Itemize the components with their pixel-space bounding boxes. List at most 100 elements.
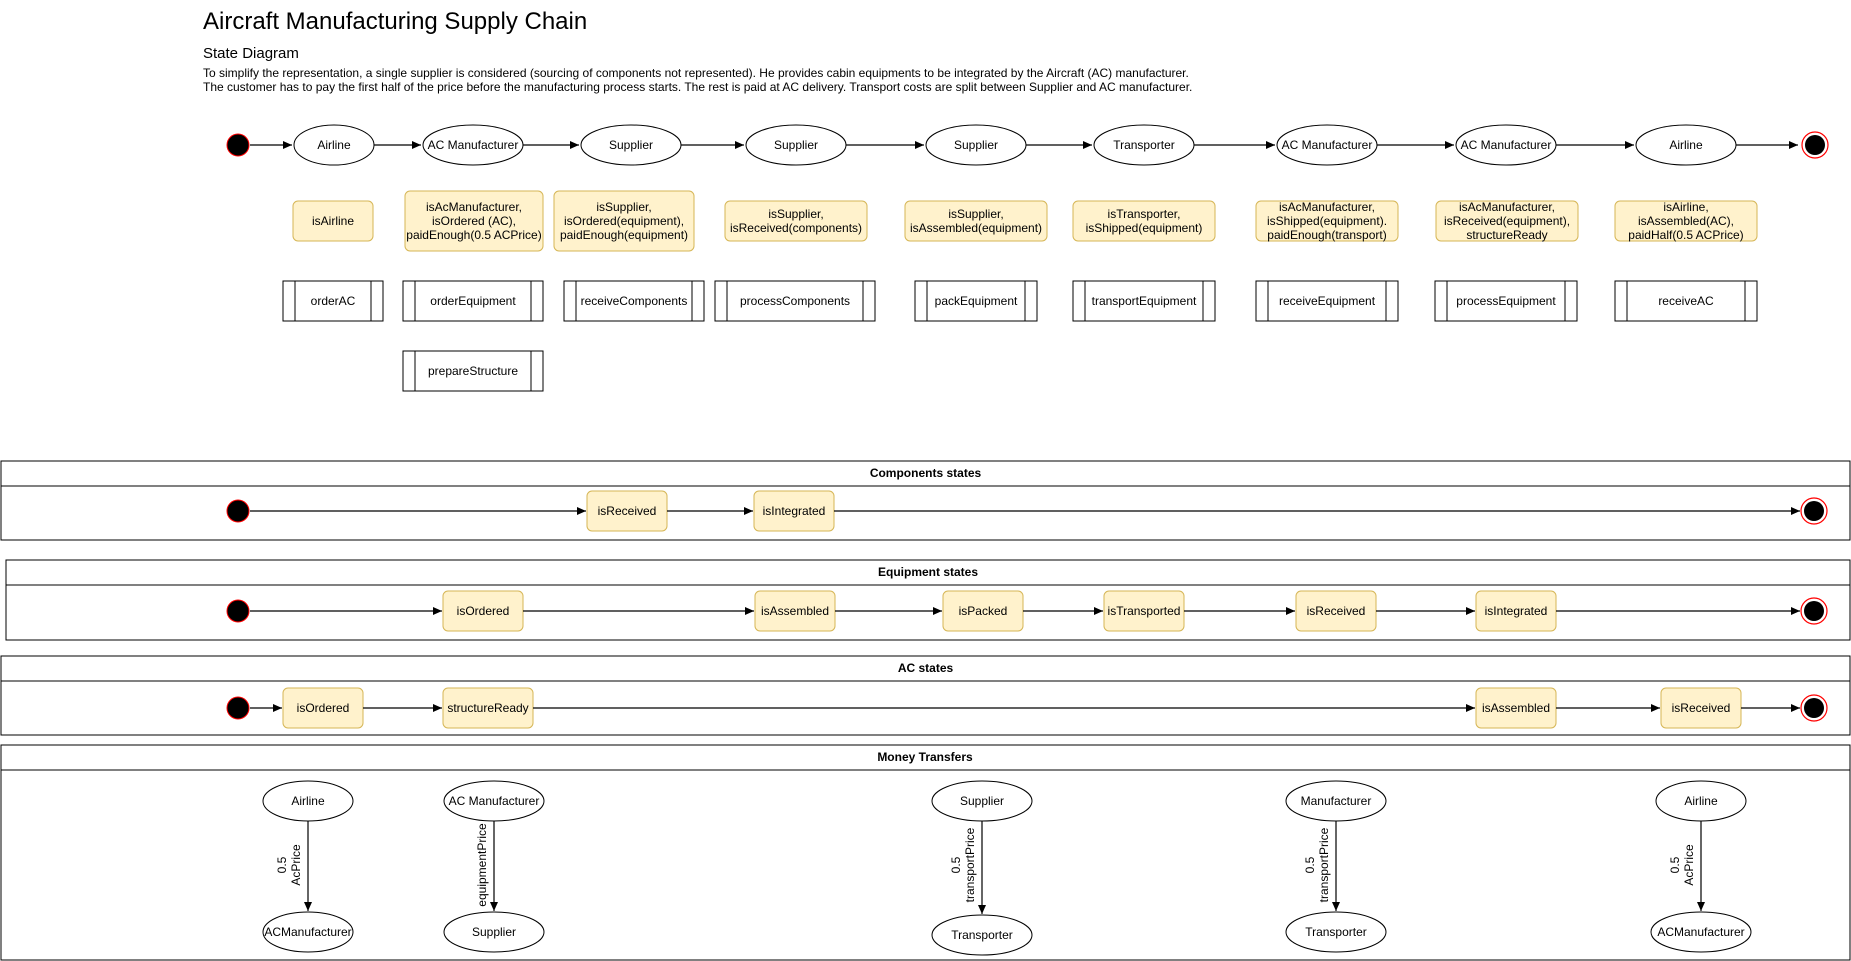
actor-shape	[443, 911, 545, 953]
condition-box: isSupplier,isOrdered(equipment),paidEnou…	[553, 190, 695, 252]
actor-shape	[262, 911, 354, 953]
start-node	[226, 599, 250, 623]
process-outline	[282, 280, 384, 322]
actor-label: AC Manufacturer	[428, 138, 519, 152]
state-box-shape	[724, 200, 868, 242]
actor-label: AC Manufacturer	[1282, 138, 1373, 152]
state-label: isAcManufacturer,isShipped(equipment).pa…	[1267, 200, 1387, 242]
state-label: isSupplier,isReceived(components)	[730, 207, 862, 235]
actor-label: Supplier	[954, 138, 998, 152]
process-box: packEquipment	[914, 280, 1038, 322]
actor-label: Transporter	[1113, 138, 1175, 152]
transfer-label: 0.5AcPrice	[1668, 844, 1696, 886]
actor-node: AC Manufacturer	[1455, 124, 1557, 166]
state-box-shape	[1614, 200, 1758, 242]
state-label: isSupplier,isOrdered(equipment),paidEnou…	[560, 200, 688, 242]
state-box-shape	[1072, 200, 1216, 242]
lane-title: AC states	[898, 661, 954, 675]
state-label: isTransported	[1108, 604, 1181, 618]
state-box: isPacked	[942, 590, 1024, 632]
condition-box: isSupplier,isAssembled(equipment)	[904, 200, 1048, 242]
actor-label: AC Manufacturer	[1461, 138, 1552, 152]
state-label: isAirline,isAssembled(AC),paidHalf(0.5 A…	[1628, 200, 1743, 242]
process-outline	[402, 350, 544, 392]
payee-node: Transporter	[1285, 911, 1387, 953]
actor-label: Airline	[291, 794, 325, 808]
state-box: isOrdered	[282, 687, 364, 729]
start-node	[226, 133, 250, 157]
state-box: isAssembled	[1475, 687, 1557, 729]
state-label: isOrdered	[297, 701, 350, 715]
condition-box: isAcManufacturer,isOrdered (AC),paidEnou…	[404, 190, 544, 252]
actor-node: AC Manufacturer	[1276, 124, 1378, 166]
condition-box: isAirline,isAssembled(AC),paidHalf(0.5 A…	[1614, 200, 1758, 242]
process-outline	[1072, 280, 1216, 322]
process-label: packEquipment	[935, 294, 1018, 308]
actor-node: Supplier	[580, 124, 682, 166]
state-box-shape	[1255, 200, 1399, 242]
process-outline	[914, 280, 1038, 322]
process-outline	[402, 280, 544, 322]
end-node-core	[1804, 601, 1824, 621]
state-lane: AC states isOrdered structureReady isAssemb…	[0, 655, 1851, 736]
actor-label: Airline	[1684, 794, 1718, 808]
state-box: isAssembled	[754, 590, 836, 632]
process-label: prepareStructure	[428, 364, 518, 378]
state-label: isPacked	[959, 604, 1008, 618]
condition-box: isAirline	[292, 200, 374, 242]
process-label: processEquipment	[1456, 294, 1556, 308]
end-node-core	[1805, 135, 1825, 155]
actor-label: ACManufacturer	[1657, 925, 1744, 939]
transfer-label: 0.5transportPrice	[1303, 827, 1331, 902]
process-label: receiveAC	[1658, 294, 1714, 308]
state-label: isAssembled	[1482, 701, 1550, 715]
process-label: orderEquipment	[430, 294, 516, 308]
state-label: isAcManufacturer,isReceived(equipment),s…	[1444, 200, 1570, 242]
actor-node: Transporter	[1093, 124, 1195, 166]
state-box: isTransported	[1103, 590, 1185, 632]
condition-box: isTransporter,isShipped(equipment)	[1072, 200, 1216, 242]
process-label: processComponents	[740, 294, 850, 308]
payer-node: AC Manufacturer	[443, 780, 545, 822]
condition-box: isAcManufacturer,isShipped(equipment).pa…	[1255, 200, 1399, 242]
top-flow: Airline AC Manufacturer Supplier Supplier Su…	[226, 124, 1829, 392]
process-outline	[714, 280, 876, 322]
state-label: isOrdered	[457, 604, 510, 618]
process-label: receiveEquipment	[1279, 294, 1376, 308]
actor-node: Supplier	[925, 124, 1027, 166]
actor-node: Supplier	[745, 124, 847, 166]
actor-label: Manufacturer	[1301, 794, 1372, 808]
state-label: structureReady	[447, 701, 528, 715]
actor-shape	[1285, 911, 1387, 953]
state-box: structureReady	[442, 687, 534, 729]
process-label: transportEquipment	[1092, 294, 1197, 308]
actor-label: Transporter	[951, 928, 1013, 942]
state-box: isReceived	[586, 490, 668, 532]
process-box: prepareStructure	[402, 350, 544, 392]
actor-node: Airline	[293, 124, 375, 166]
payer-node: Airline	[262, 780, 354, 822]
process-box: processEquipment	[1434, 280, 1578, 322]
process-box: receiveEquipment	[1255, 280, 1399, 322]
state-box: isOrdered	[442, 590, 524, 632]
state-box: isIntegrated	[1475, 590, 1557, 632]
end-node-core	[1804, 501, 1824, 521]
actor-label: ACManufacturer	[264, 925, 351, 939]
end-node	[1800, 597, 1828, 625]
payee-node: Supplier	[443, 911, 545, 953]
start-node	[226, 499, 250, 523]
actor-label: AC Manufacturer	[449, 794, 540, 808]
actor-label: Airline	[1669, 138, 1703, 152]
page-title: Aircraft Manufacturing Supply Chain	[203, 8, 588, 35]
state-label: isReceived	[1672, 701, 1731, 715]
actor-label: Airline	[317, 138, 351, 152]
process-label: receiveComponents	[581, 294, 688, 308]
payer-node: Manufacturer	[1285, 780, 1387, 822]
actor-label: Supplier	[609, 138, 653, 152]
condition-box: isAcManufacturer,isReceived(equipment),s…	[1435, 200, 1579, 242]
process-label: orderAC	[311, 294, 356, 308]
process-outline	[1614, 280, 1758, 322]
